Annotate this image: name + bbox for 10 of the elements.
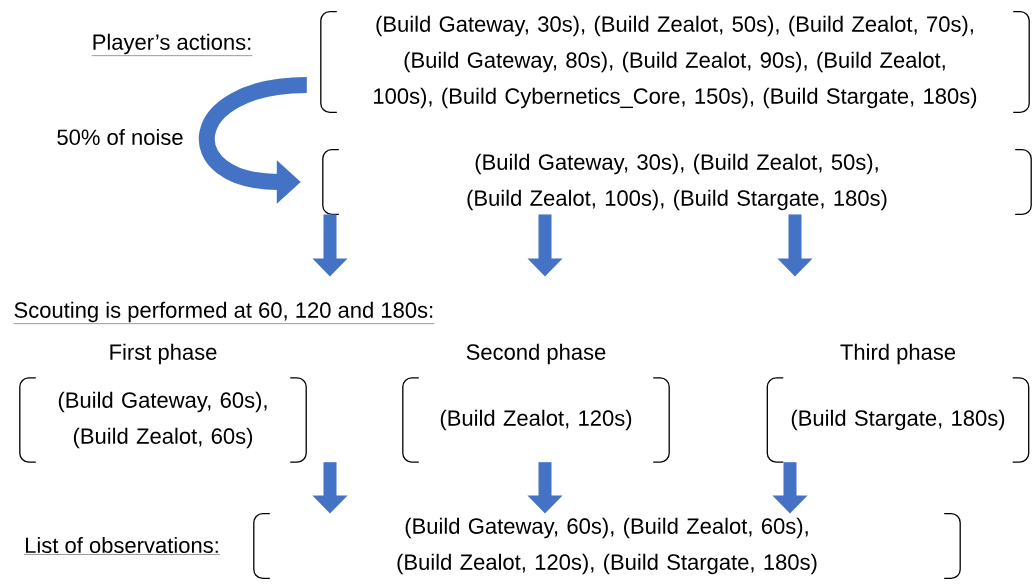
bracketed-list: (Build Gateway, 60s), (Build Zealot, 60s), (Build Zealot, 120s), (Build Stargate, 180s): [253, 512, 961, 580]
section-label: Scouting is performed at 60, 120 and 180s:: [13, 301, 435, 324]
section-label: Player’s actions:: [91, 33, 253, 56]
section-label: List of observations:: [24, 536, 221, 555]
bracketed-list: (Build Gateway, 30s), (Build Zealot, 50s), (Build Zealot, 100s), (Build Stargate, 180s): [322, 148, 1032, 216]
bracketed-list: First phase (Build Gateway, 60s), (Build Zealot, 60s): [19, 343, 307, 463]
bracketed-list: (Build Gateway, 30s), (Build Zealot, 50s), (Build Zealot, 70s), (Build Gateway, 80s), (Build Zealot, 90s), (Build Zealot, 100s), (Build Cybernetics_Core, 150s), (Build Stargate, 180s): [320, 10, 1030, 114]
bracketed-list: Third phase (Build Stargate, 180s): [766, 343, 1030, 463]
bracketed-list: Second phase (Build Zealot, 120s): [402, 343, 670, 463]
edge-label: 50% of noise: [57, 128, 183, 146]
